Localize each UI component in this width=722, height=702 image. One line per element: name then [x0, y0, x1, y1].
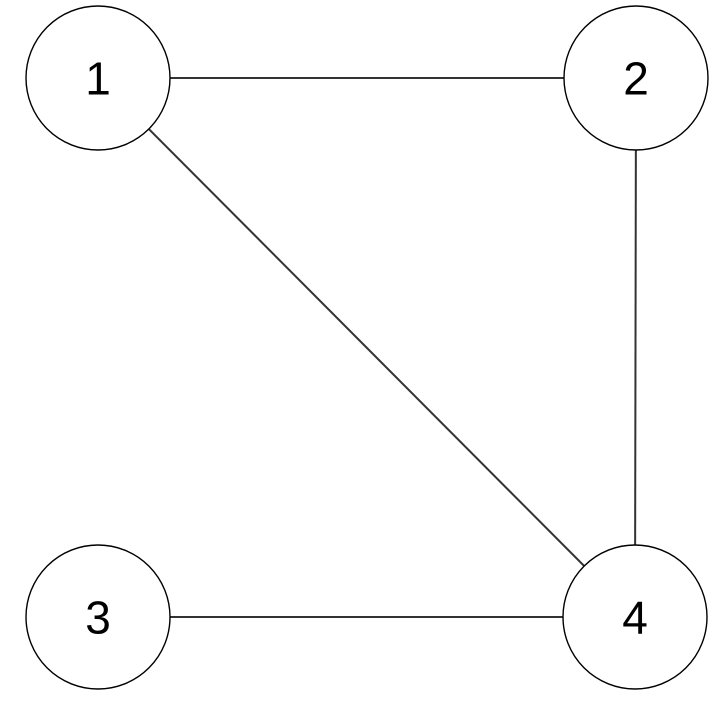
node-2-circle: [563, 5, 709, 151]
node-3-circle: [25, 544, 171, 690]
node-4-circle: [562, 544, 708, 690]
node-1-label: 1: [85, 53, 111, 105]
node-1-circle: [25, 5, 171, 151]
node-3-label: 3: [85, 592, 111, 644]
node-2-label: 2: [623, 53, 649, 105]
node-3: 3: [25, 544, 171, 690]
node-4: 4: [562, 544, 708, 690]
node-1: 1: [25, 5, 171, 151]
node-4-label: 4: [622, 592, 648, 644]
edge-1-4: [97, 77, 636, 618]
node-2: 2: [563, 5, 709, 151]
edge-2-4: [634, 77, 637, 618]
